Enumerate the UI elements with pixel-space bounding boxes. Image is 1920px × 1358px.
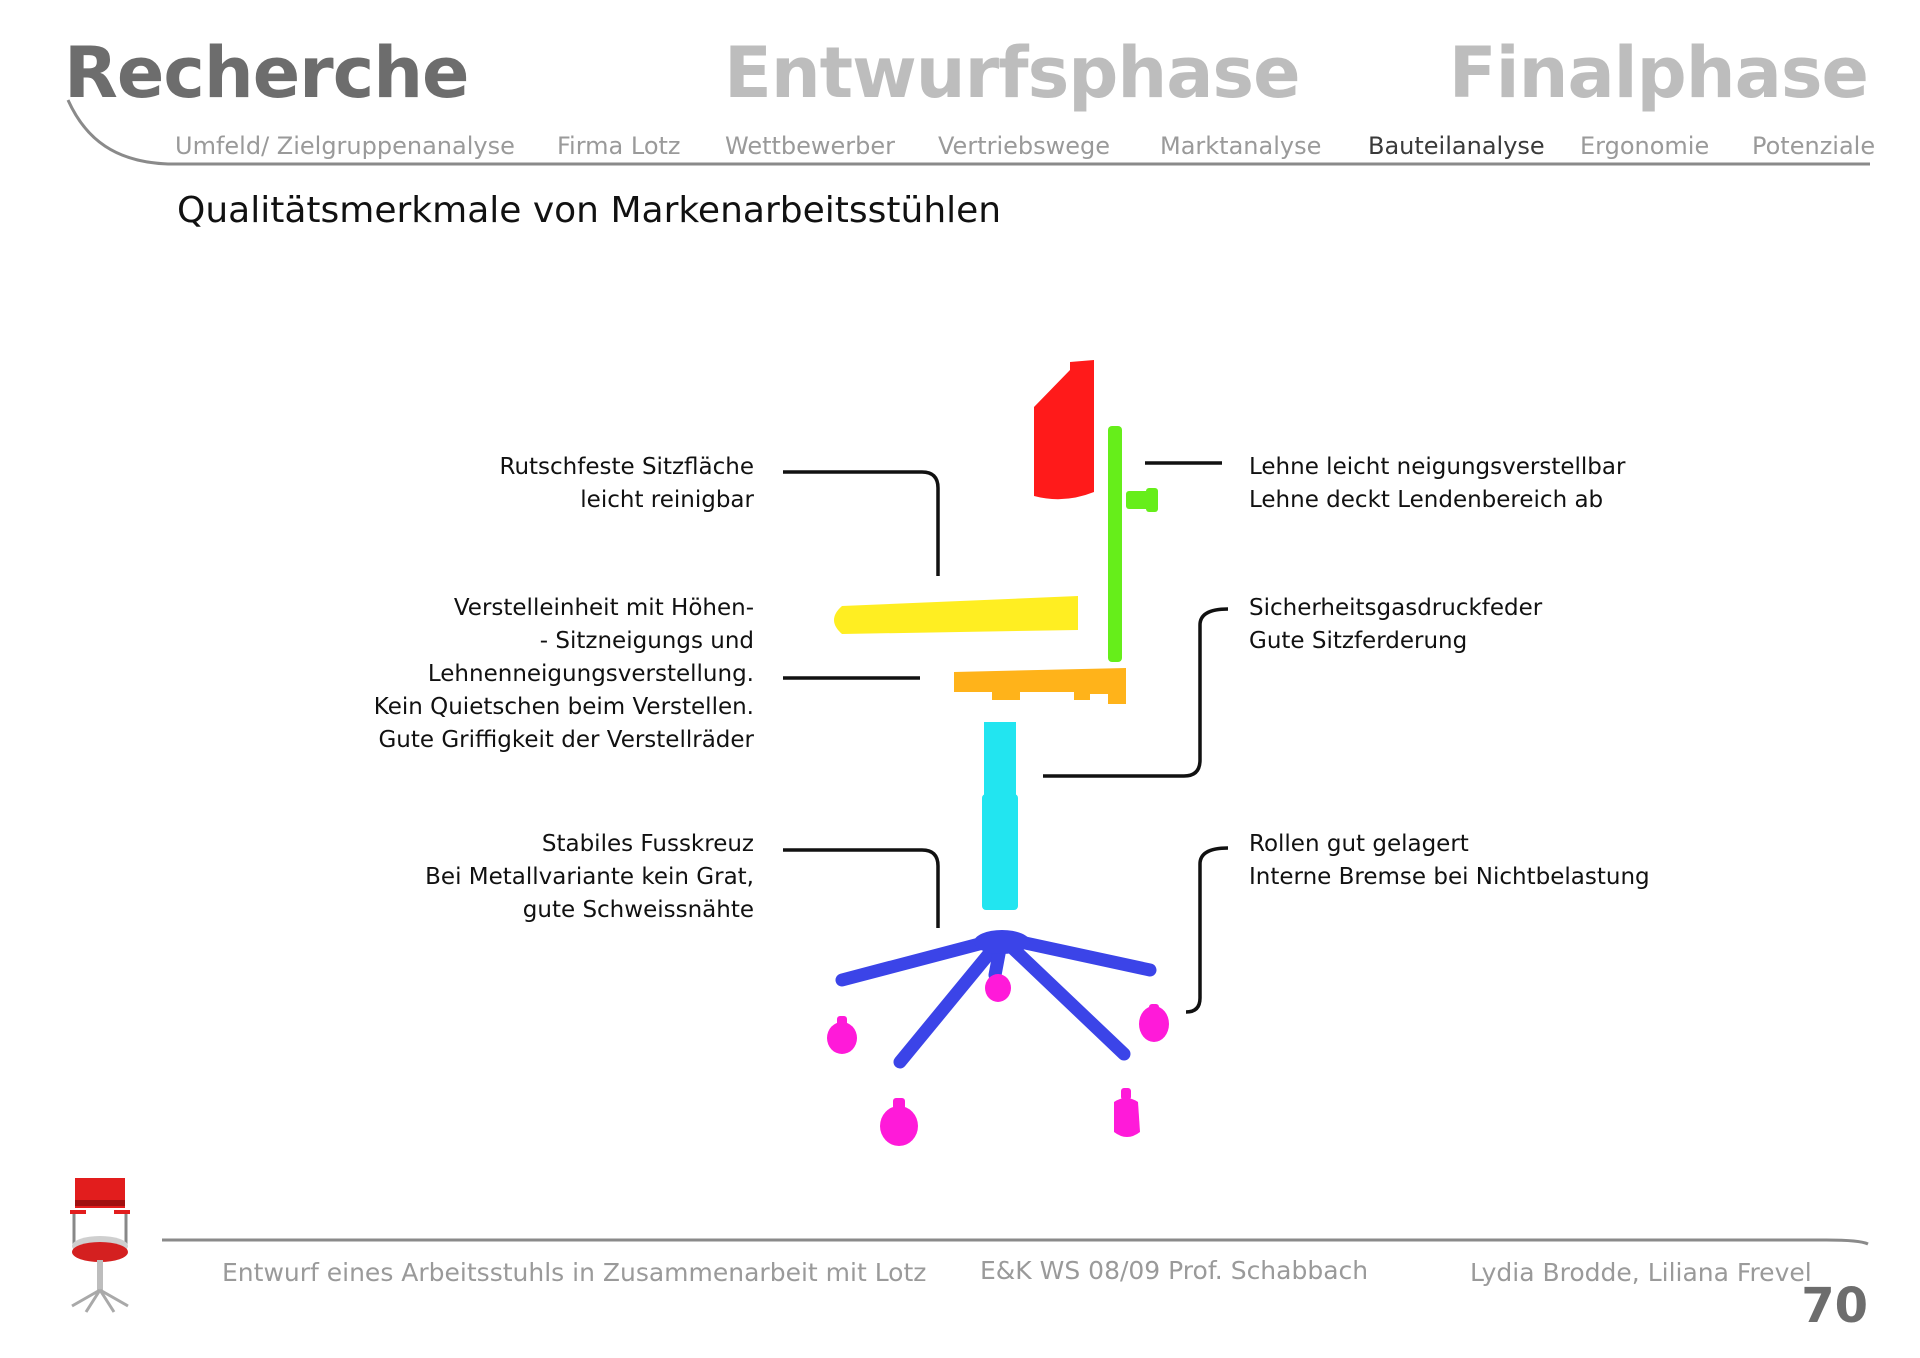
page-subtitle: Qualitätsmerkmale von Markenarbeitsstühl… xyxy=(177,190,1002,231)
callout-gas-spring-line-2: Gute Sitzferderung xyxy=(1249,628,1468,654)
nav-bauteilanalyse[interactable]: Bauteilanalyse xyxy=(1368,132,1545,160)
callout-casters-line-2: Interne Bremse bei Nichtbelastung xyxy=(1249,864,1650,890)
casters-part xyxy=(827,974,1169,1146)
back-bar-bracket-stub xyxy=(1146,488,1158,512)
caster-4 xyxy=(880,1106,918,1146)
callout-seat-line-2: leicht reinigbar xyxy=(580,487,754,513)
seat-part xyxy=(834,596,1078,634)
caster-4-stem xyxy=(893,1098,905,1110)
callout-base: Stabiles Fusskreuz Bei Metallvariante ke… xyxy=(425,828,754,927)
nav-potenziale[interactable]: Potenziale xyxy=(1752,132,1876,160)
callout-casters-line-1: Rollen gut gelagert xyxy=(1249,831,1469,857)
caster-1-stem xyxy=(837,1016,847,1026)
callout-backrest-line-1: Lehne leicht neigungsverstellbar xyxy=(1249,454,1626,480)
header-rule xyxy=(66,99,1870,166)
leader-lines xyxy=(783,461,1229,1014)
nav-firma-lotz[interactable]: Firma Lotz xyxy=(557,132,681,160)
leader-casters xyxy=(1185,846,1229,1014)
callout-gas-spring-line-1: Sicherheitsgasdruckfeder xyxy=(1249,595,1543,621)
callout-base-line-2: Bei Metallvariante kein Grat, xyxy=(425,864,754,890)
back-bar-part xyxy=(1108,426,1122,662)
page-number: 70 xyxy=(1801,1278,1868,1334)
leader-gas-spring xyxy=(1043,607,1229,778)
leader-seat xyxy=(783,470,940,576)
nav-vertriebswege[interactable]: Vertriebswege xyxy=(938,132,1111,160)
caster-3-stem xyxy=(1149,1004,1159,1014)
callout-mechanism: Verstelleinheit mit Höhen- - Sitzneigung… xyxy=(374,592,754,757)
callout-backrest: Lehne leicht neigungsverstellbar Lehne d… xyxy=(1249,451,1625,517)
nav-umfeld-zielgruppenanalyse[interactable]: Umfeld/ Zielgruppenanalyse xyxy=(175,132,515,160)
callout-base-line-3: gute Schweissnähte xyxy=(522,897,754,923)
nav-wettbewerber[interactable]: Wettbewerber xyxy=(725,132,896,160)
callout-casters: Rollen gut gelagert Interne Bremse bei N… xyxy=(1249,828,1650,894)
gas-spring-lower xyxy=(982,794,1018,910)
phase-finalphase[interactable]: Finalphase xyxy=(1448,32,1869,114)
caster-5-stem xyxy=(1121,1088,1131,1100)
caster-5 xyxy=(1114,1098,1140,1137)
phase-entwurfsphase[interactable]: Entwurfsphase xyxy=(724,32,1301,114)
chair-logo-icon xyxy=(70,1178,130,1313)
callout-mechanism-line-4: Kein Quietschen beim Verstellen. xyxy=(373,694,754,720)
callout-mechanism-line-1: Verstelleinheit mit Höhen- xyxy=(453,595,754,621)
callout-backrest-line-2: Lehne deckt Lendenbereich ab xyxy=(1249,487,1604,513)
back-bar-bracket xyxy=(1126,491,1150,509)
callout-seat-line-1: Rutschfeste Sitzfläche xyxy=(499,454,755,480)
backrest-part xyxy=(1034,360,1094,500)
nav-ergonomie[interactable]: Ergonomie xyxy=(1580,132,1710,160)
footer-project: Entwurf eines Arbeitsstuhls in Zusammena… xyxy=(222,1258,927,1287)
callout-mechanism-line-5: Gute Griffigkeit der Verstellräder xyxy=(378,727,754,753)
caster-3 xyxy=(1139,1006,1169,1042)
mechanism-part xyxy=(954,668,1126,704)
callout-mechanism-line-3: Lehnenneigungsverstellung. xyxy=(427,661,754,687)
footer-course: E&K WS 08/09 Prof. Schabbach xyxy=(980,1256,1369,1285)
leader-base xyxy=(783,848,940,928)
callout-seat: Rutschfeste Sitzfläche leicht reinigbar xyxy=(500,451,755,517)
callout-base-line-1: Stabiles Fusskreuz xyxy=(541,831,754,857)
callout-mechanism-line-2: - Sitzneigungs und xyxy=(539,628,754,654)
gas-spring-upper xyxy=(984,722,1016,796)
phase-recherche[interactable]: Recherche xyxy=(64,32,470,114)
footer-authors: Lydia Brodde, Liliana Frevel xyxy=(1470,1258,1812,1287)
base-hub xyxy=(974,930,1030,954)
nav-marktanalyse[interactable]: Marktanalyse xyxy=(1160,132,1322,160)
caster-1 xyxy=(827,1022,857,1054)
caster-2 xyxy=(985,974,1011,1002)
callout-gas-spring: Sicherheitsgasdruckfeder Gute Sitzferder… xyxy=(1249,592,1542,658)
